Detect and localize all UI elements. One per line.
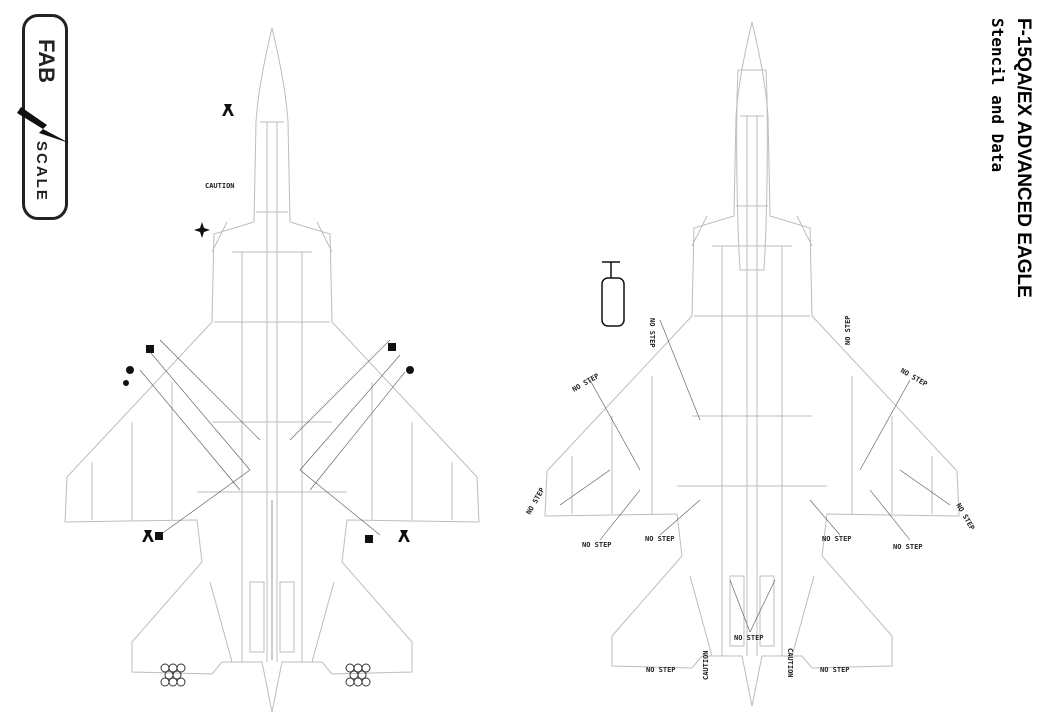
no-step-stencil: NO STEP <box>525 486 547 516</box>
no-step-stencil: NO STEP <box>844 315 852 345</box>
no-step-stencil: NO STEP <box>734 634 764 642</box>
lightning-bolt-icon <box>17 107 69 143</box>
logo-scale: SCALE <box>33 141 50 202</box>
no-step-stencil: NO STEP <box>893 543 923 551</box>
no-step-stencil: NO STEP <box>582 541 612 549</box>
fab-scale-logo: FAB SCALE <box>17 14 69 220</box>
aircraft-topside-right: NO STEP NO STEP NO STEP NO STEP NO STEP … <box>525 21 976 707</box>
no-step-stencil: NO STEP <box>820 666 850 674</box>
sheet-title: F-15QA/EX ADVANCED EAGLE <box>1013 18 1034 298</box>
no-step-stencil: NO STEP <box>822 535 852 543</box>
no-step-stencil: NO STEP <box>899 367 929 389</box>
aircraft-underside-left: CAUTION <box>64 27 480 713</box>
no-step-stencil: NO STEP <box>954 502 976 532</box>
no-step-stencil: NO STEP <box>648 318 656 348</box>
sheet-subtitle: Stencil and Data <box>988 18 1007 173</box>
caution-stencil: CAUTION <box>786 648 794 678</box>
caution-stencil: CAUTION <box>205 182 235 190</box>
caution-stencil: CAUTION <box>702 650 710 680</box>
no-step-stencil: NO STEP <box>645 535 675 543</box>
logo-fab: FAB <box>34 39 59 83</box>
no-step-stencil: NO STEP <box>646 666 676 674</box>
